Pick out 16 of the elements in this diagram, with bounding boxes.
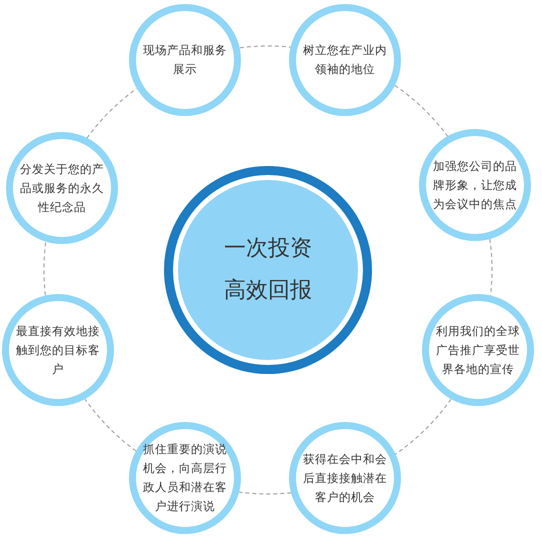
center-text: 一次投资高效回报: [223, 235, 313, 305]
dashed-connector: [84, 398, 136, 452]
circle-text: 现场产品和服务展示: [142, 42, 228, 78]
dashed-connector: [43, 240, 46, 296]
circle-text: 抓住重要的演说机会，向高层行政人员和潜在客户进行演说: [142, 441, 228, 515]
dashed-connector: [394, 84, 448, 137]
circle-text: 最直接有效地接触到您的目标客户: [15, 322, 101, 378]
dashed-connector: [394, 398, 452, 455]
circle-text: 分发关于您的产品或服务的永久性纪念品: [19, 160, 105, 216]
dashed-connector: [489, 238, 492, 296]
circle-text: 利用我们的全球广告推广享受世界各地的宣传: [435, 322, 521, 378]
dashed-connector: [238, 492, 292, 494]
circle-text: 获得在会中和会后直接接触潜在客户的机会: [302, 450, 388, 506]
circle-text: 树立您在产业内领袖的地位: [302, 42, 388, 78]
dashed-connector: [239, 46, 291, 48]
circle-text: 加强您公司的品牌形象，让您成为会议中的焦点: [432, 158, 518, 212]
